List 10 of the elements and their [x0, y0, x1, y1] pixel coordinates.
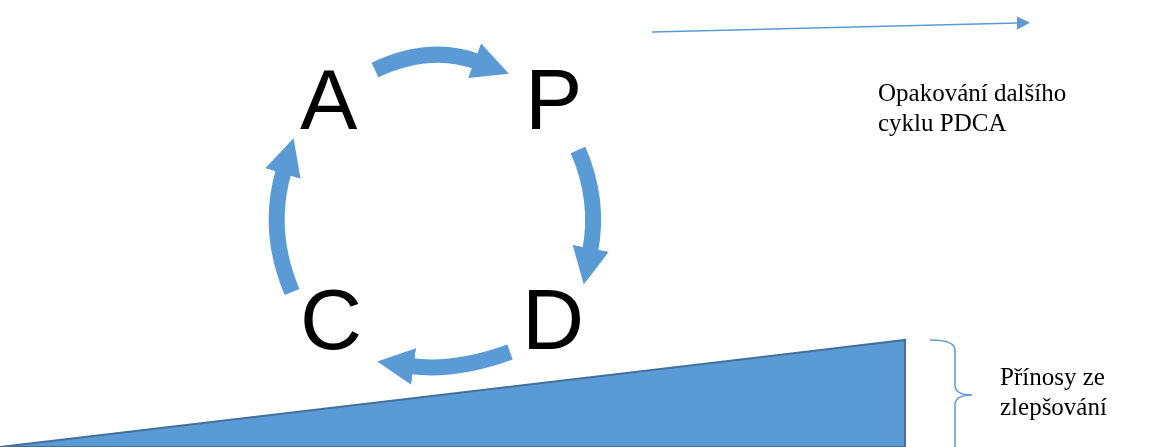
curved-arrow [570, 146, 609, 285]
note-text: Přínosy ze zlepšování [1000, 362, 1108, 422]
curved-arrow [377, 344, 513, 385]
curved-arrow [371, 43, 510, 79]
curved-arrow [265, 138, 301, 295]
cycle-letter: C [300, 284, 363, 354]
cycle-letter: A [300, 64, 358, 134]
cycle-letter: P [525, 64, 583, 134]
cycle-letter: D [522, 284, 585, 354]
note-text: Opakování dalšího cyklu PDCA [878, 78, 1068, 138]
